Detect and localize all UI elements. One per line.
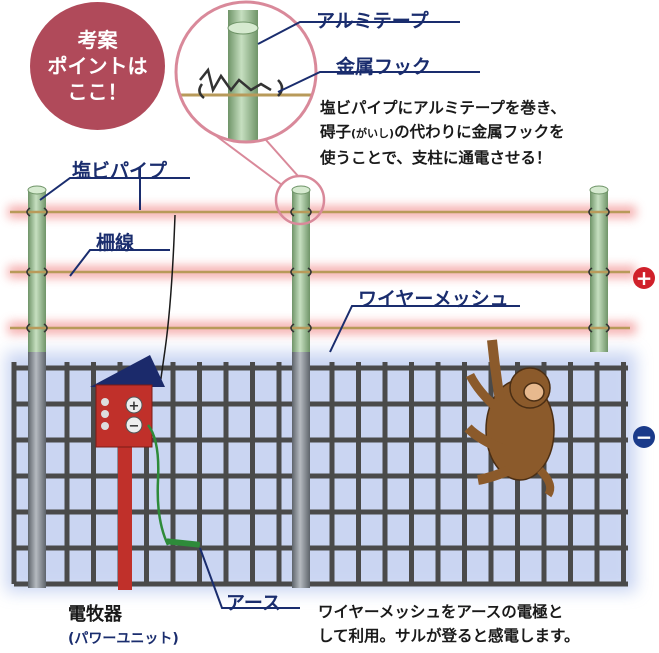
top-desc-line-2: 碍子(がいし)の代わりに金属フックを <box>320 123 565 141</box>
top-desc-line-1: 塩ビパイプにアルミテープを巻き、 <box>320 99 566 117</box>
metal-hooks <box>26 207 610 333</box>
plus-marker-bg <box>633 267 655 289</box>
post-middle <box>292 340 310 588</box>
label-metal-hook: 金属フック <box>336 56 432 78</box>
wire-glow <box>8 206 636 334</box>
monkey-illustration <box>464 339 555 498</box>
label-wire-mesh: ワイヤーメッシュ <box>358 288 509 310</box>
earth-wire <box>146 424 201 548</box>
badge-line-1: 考案 <box>77 28 118 52</box>
support-posts <box>28 340 310 588</box>
bottom-desc-line-2: して利用。サルが登ると感電します。 <box>318 627 580 645</box>
top-description: 塩ビパイプにアルミテープを巻き、 碍子(がいし)の代わりに金属フックを 使うこと… <box>320 96 650 170</box>
label-fence-wire: 柵線 <box>96 232 135 254</box>
post-left <box>28 340 46 588</box>
plus-sign: + <box>635 266 653 290</box>
label-energizer: 電牧器 <box>68 604 122 625</box>
energizer-unit: + − <box>90 214 176 590</box>
top-desc-line-3: 使うことで、支柱に通電させる！ <box>320 149 552 167</box>
label-alumi-tape: アルミテープ <box>316 10 429 32</box>
svg-text:+: + <box>129 399 140 414</box>
label-earth: アース <box>226 592 281 614</box>
label-energizer-sub: (パワーユニット) <box>68 631 179 647</box>
badge-line-2: ポイントは <box>47 54 148 78</box>
svg-text:−: − <box>129 419 140 434</box>
focus-circle <box>274 174 326 226</box>
key-point-badge: 考案 ポイントは ここ！ <box>30 2 165 130</box>
zoom-connectors <box>214 134 299 186</box>
minus-sign: − <box>635 425 653 449</box>
minus-marker-bg <box>633 426 655 448</box>
leader-lines <box>39 21 520 609</box>
zoom-detail <box>174 0 318 144</box>
bottom-description: ワイヤーメッシュをアースの電極と して利用。サルが登ると感電します。 <box>318 600 658 648</box>
bottom-desc-line-1: ワイヤーメッシュをアースの電極と <box>318 603 564 621</box>
badge-line-3: ここ！ <box>67 80 128 104</box>
label-pvc-pipe: 塩ビパイプ <box>72 160 168 182</box>
